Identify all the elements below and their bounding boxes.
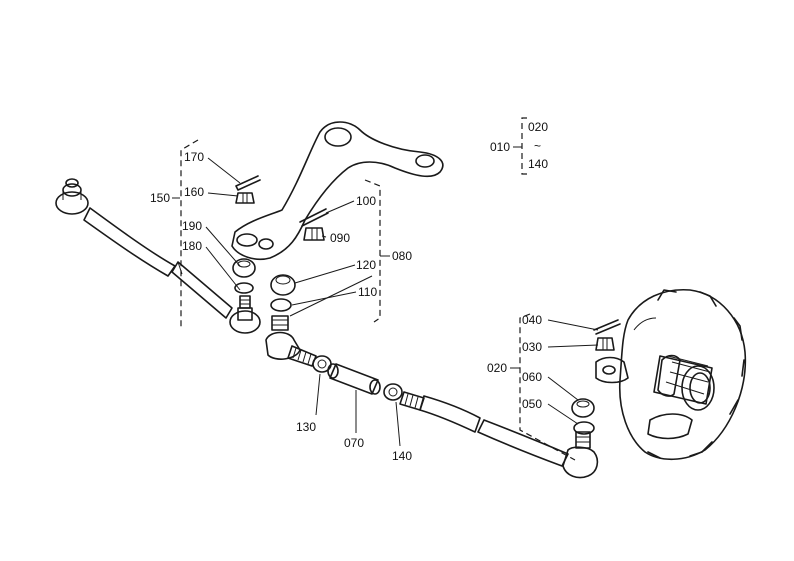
label-190: 190 bbox=[182, 219, 202, 233]
bracket-020-line bbox=[519, 313, 576, 461]
label-030: 030 bbox=[522, 340, 542, 354]
ring-180 bbox=[234, 282, 254, 294]
label-060: 060 bbox=[522, 370, 542, 384]
castle-nut-090 bbox=[303, 227, 325, 241]
label-090: 090 bbox=[330, 231, 350, 245]
label-130: 130 bbox=[296, 420, 316, 434]
legend-range: 010 020 ~ 140 bbox=[490, 117, 548, 175]
label-020-legend: 020 bbox=[528, 120, 548, 134]
dust-seal-190 bbox=[232, 258, 256, 278]
label-120: 120 bbox=[356, 258, 376, 272]
center-rod-end bbox=[265, 275, 373, 367]
label-110: 110 bbox=[358, 285, 377, 299]
right-tie-rod bbox=[399, 391, 599, 479]
ring-110 bbox=[270, 298, 292, 312]
label-150: 150 bbox=[150, 191, 170, 205]
ring-050 bbox=[573, 421, 595, 435]
label-170: 170 bbox=[184, 150, 204, 164]
label-range-tilde: ~ bbox=[534, 139, 541, 153]
label-080: 080 bbox=[392, 249, 412, 263]
legend-bracket bbox=[521, 117, 527, 175]
bracket-020: 020 bbox=[487, 313, 576, 461]
lock-nut-140 bbox=[383, 383, 403, 401]
castle-nut-160 bbox=[235, 192, 255, 204]
dust-seal-120 bbox=[270, 274, 296, 296]
adjust-sleeve-070 bbox=[327, 363, 381, 395]
label-180: 180 bbox=[182, 239, 202, 253]
bracket-150: 150 bbox=[150, 139, 199, 330]
label-140: 140 bbox=[392, 449, 412, 463]
castle-nut-030 bbox=[595, 337, 615, 351]
label-100: 100 bbox=[356, 194, 376, 208]
dust-seal-060 bbox=[571, 398, 595, 418]
left-tie-rod bbox=[55, 178, 261, 334]
cotter-pin-040 bbox=[593, 319, 621, 335]
steering-arm bbox=[231, 121, 444, 261]
bracket-150-line bbox=[180, 139, 199, 330]
bracket-080: 080 bbox=[364, 179, 412, 323]
label-160: 160 bbox=[184, 185, 204, 199]
knuckle-hub bbox=[595, 288, 747, 461]
label-050: 050 bbox=[522, 397, 542, 411]
label-070: 070 bbox=[344, 436, 364, 450]
label-020: 020 bbox=[487, 361, 507, 375]
bracket-080-line bbox=[364, 179, 381, 323]
cotter-pin-170 bbox=[235, 175, 261, 191]
label-140-legend: 140 bbox=[528, 157, 548, 171]
cotter-pin-100 bbox=[299, 208, 329, 227]
label-040: 040 bbox=[522, 313, 542, 327]
label-010: 010 bbox=[490, 140, 510, 154]
